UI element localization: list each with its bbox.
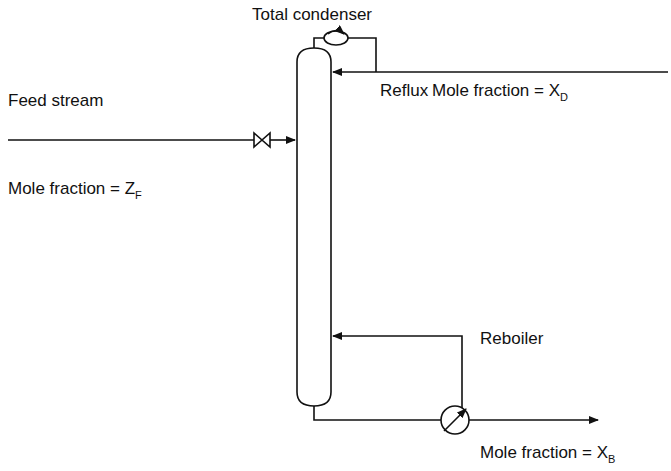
condenser-arrow	[328, 31, 344, 35]
feed-valve	[254, 133, 270, 147]
unit-label: Total condenser	[250, 6, 374, 25]
composition-label: Mole fraction = ZF	[6, 180, 144, 199]
reboiler-arrow	[444, 409, 466, 431]
condenser-symbol	[324, 31, 348, 45]
condensate-line	[348, 38, 376, 72]
column-shell	[297, 48, 331, 406]
stream-label: Reflux	[378, 82, 430, 101]
boilup-line	[333, 336, 462, 408]
stream-label: Feed stream	[6, 92, 105, 111]
reflux-line	[333, 71, 376, 73]
bottoms-line	[314, 406, 441, 420]
bottoms-product-line	[469, 419, 598, 421]
composition-label: Mole fraction = XD	[430, 82, 570, 101]
unit-label: Reboiler	[478, 330, 545, 349]
distillate-line	[376, 71, 668, 73]
reboiler-symbol	[441, 406, 469, 434]
composition-label: Mole fraction = XB	[478, 444, 617, 463]
feed-line	[8, 139, 254, 141]
feed-inlet	[270, 139, 295, 141]
overhead-line	[314, 38, 324, 48]
